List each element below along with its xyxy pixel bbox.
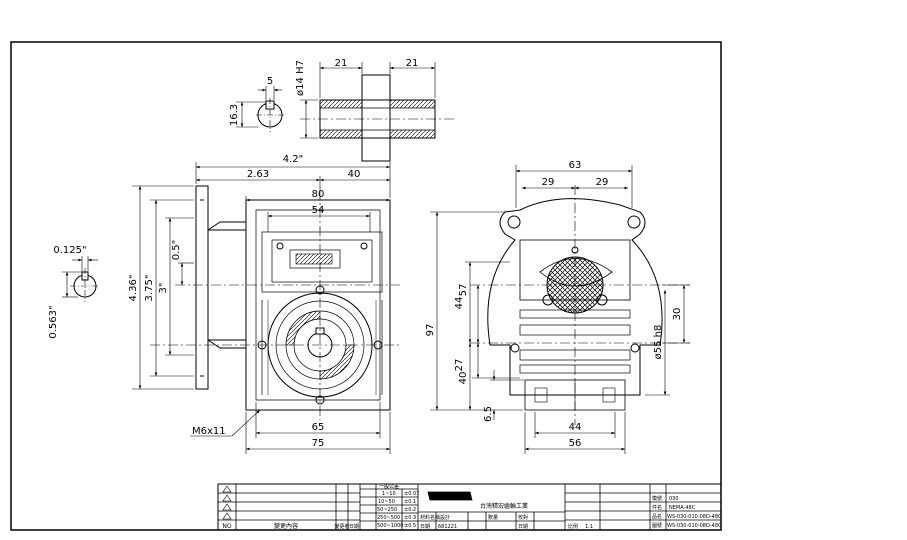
front-height-05: 0.5" bbox=[171, 240, 182, 261]
tol-value-1: ±0.07 bbox=[404, 491, 419, 497]
rev-no-header: NO bbox=[222, 523, 231, 530]
side-height-57: 57 bbox=[458, 284, 469, 297]
front-height-436: 4.36" bbox=[128, 275, 139, 302]
checker-label: 校對 bbox=[518, 514, 528, 521]
title-block bbox=[217, 483, 722, 531]
tol-range-3: 50~250 bbox=[377, 507, 397, 513]
tolerance-title: 一般公差 bbox=[379, 483, 399, 490]
rev-content-header: 變更內容 bbox=[274, 522, 298, 530]
side-dia-30: 30 bbox=[672, 308, 683, 321]
side-dia-55: ø55 h8 bbox=[653, 325, 664, 360]
part-label: 件名 bbox=[652, 504, 662, 511]
tol-value-3: ±0.2 bbox=[404, 507, 416, 513]
part-value: NEMA-48C bbox=[669, 505, 696, 511]
shaft-left-length: 21 bbox=[335, 58, 348, 69]
model-label: 模號 bbox=[652, 495, 662, 502]
front-height-3: 3" bbox=[158, 283, 169, 294]
side-height-97: 97 bbox=[425, 324, 436, 337]
keyway-width: 0.125" bbox=[53, 245, 86, 256]
shaft-bore-dim: ø14 H7 bbox=[295, 60, 306, 96]
tol-range-1: 1~10 bbox=[382, 491, 396, 497]
check-date-label: 日期 bbox=[518, 524, 528, 530]
side-height-6-5: 6.5 bbox=[483, 406, 494, 422]
front-view bbox=[132, 162, 400, 454]
keyway-detail bbox=[62, 256, 100, 302]
side-bottom-44: 44 bbox=[569, 422, 582, 433]
name-value: WS-030-010-08D-48C bbox=[667, 514, 722, 520]
side-width-29-right: 29 bbox=[596, 177, 609, 188]
front-bottom-75: 75 bbox=[312, 438, 325, 449]
drawing-number-value: WS-030-010-08D-48C bbox=[667, 523, 722, 529]
drawing-number-label: 圖號 bbox=[652, 522, 662, 529]
tol-range-5: 500~1000 bbox=[377, 523, 403, 529]
company-name: 台灣精宏齒輪工業 bbox=[480, 502, 528, 510]
front-dim-80: 80 bbox=[312, 189, 325, 200]
side-width-29-left: 29 bbox=[542, 177, 555, 188]
side-height-27: 27 bbox=[454, 359, 465, 372]
rev-by-header: 變更者 bbox=[334, 523, 349, 530]
scale-value: 1:1 bbox=[585, 524, 593, 530]
revision-triangles bbox=[222, 485, 232, 520]
material-label: 材料名稱 bbox=[420, 514, 440, 521]
tol-value-5: ±0.5 bbox=[404, 523, 416, 529]
designer-label: 設計 bbox=[440, 514, 450, 521]
tol-range-2: 10~50 bbox=[378, 499, 395, 505]
model-value: 030 bbox=[669, 496, 679, 502]
front-dim-54: 54 bbox=[312, 205, 325, 216]
tol-value-2: ±0.1 bbox=[404, 499, 416, 505]
keyway-height: 0.563" bbox=[48, 305, 59, 338]
shaft-right-length: 21 bbox=[406, 58, 419, 69]
front-bottom-65: 65 bbox=[312, 422, 325, 433]
design-date: 681221 bbox=[438, 524, 457, 530]
tol-range-4: 250~500 bbox=[377, 515, 400, 521]
front-dim-40: 40 bbox=[348, 169, 361, 180]
drawing-frame bbox=[10, 41, 722, 531]
front-bolt-callout: M6x11 bbox=[192, 426, 226, 437]
side-bottom-56: 56 bbox=[569, 438, 582, 449]
tol-value-4: ±0.3 bbox=[404, 515, 416, 521]
shaft-key-height: 16.3 bbox=[229, 104, 240, 126]
scale-label: 比例 bbox=[568, 523, 578, 530]
side-height-40: 40 bbox=[458, 372, 469, 385]
front-height-375: 3.75" bbox=[144, 275, 155, 302]
side-view bbox=[430, 165, 690, 454]
shaft-detail bbox=[236, 62, 455, 162]
name-label: 品名 bbox=[652, 513, 662, 520]
front-dim-263: 2.63 bbox=[247, 169, 269, 180]
front-overall-width: 4.2" bbox=[283, 154, 304, 165]
design-date-label: 日期 bbox=[420, 524, 430, 530]
side-height-44: 44 bbox=[454, 297, 465, 310]
qty-label: 數量 bbox=[488, 514, 498, 521]
rev-date-header: 日期 bbox=[349, 524, 359, 530]
side-width-63: 63 bbox=[569, 160, 582, 171]
shaft-key-width: 5 bbox=[267, 76, 273, 87]
